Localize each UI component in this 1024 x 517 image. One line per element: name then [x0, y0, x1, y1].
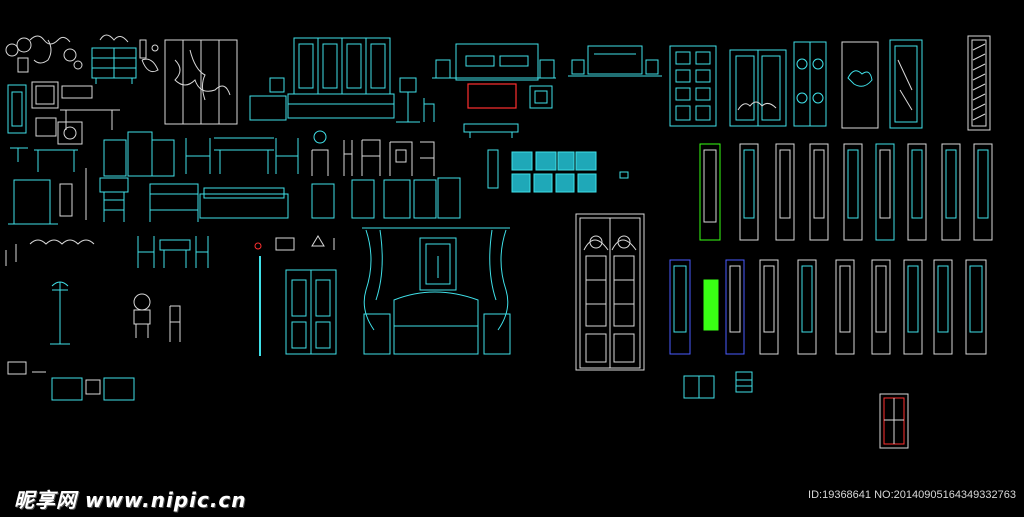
screen-and-sofa-elevation [249, 37, 435, 123]
clouds-ornament [5, 239, 95, 266]
lattice-panels-row-2 [669, 259, 987, 355]
side-table-cluster [8, 147, 87, 225]
bed-elevation-2 [568, 45, 662, 77]
small-window-icons [683, 371, 753, 399]
door-landscape [729, 49, 787, 127]
door-panel-grid [669, 45, 717, 127]
cabinet-with-plants [91, 34, 159, 84]
lattice-panels-row-1 [699, 143, 993, 241]
door-round-medallions [793, 41, 827, 127]
double-door-small [285, 269, 337, 355]
floor-lamp [50, 281, 70, 345]
decor-cluster-left [5, 35, 120, 145]
chinese-chairs-row [311, 130, 461, 219]
carved-double-door [575, 213, 645, 371]
small-ornaments [254, 235, 335, 356]
low-table [463, 123, 519, 138]
dining-set-cluster [99, 131, 299, 268]
folding-screen-tree [164, 39, 238, 125]
bed-elevation-1 [432, 43, 556, 81]
door-hatched [967, 35, 991, 131]
armchairs-plan [7, 361, 135, 401]
curtain-sofa-wall [362, 227, 511, 355]
watermark-site: 昵享网 www.nipic.cn [14, 488, 247, 512]
square-panel [529, 85, 553, 109]
door-glass [889, 39, 923, 129]
round-back-chair [133, 293, 181, 342]
door-cloud-motif [841, 41, 879, 129]
ornate-red-panel [879, 393, 909, 449]
tv-cabinet [467, 83, 517, 109]
lattice-tiles [487, 149, 629, 193]
watermark-id: ID:19368641 NO:20140905164349332763 [808, 489, 1016, 501]
